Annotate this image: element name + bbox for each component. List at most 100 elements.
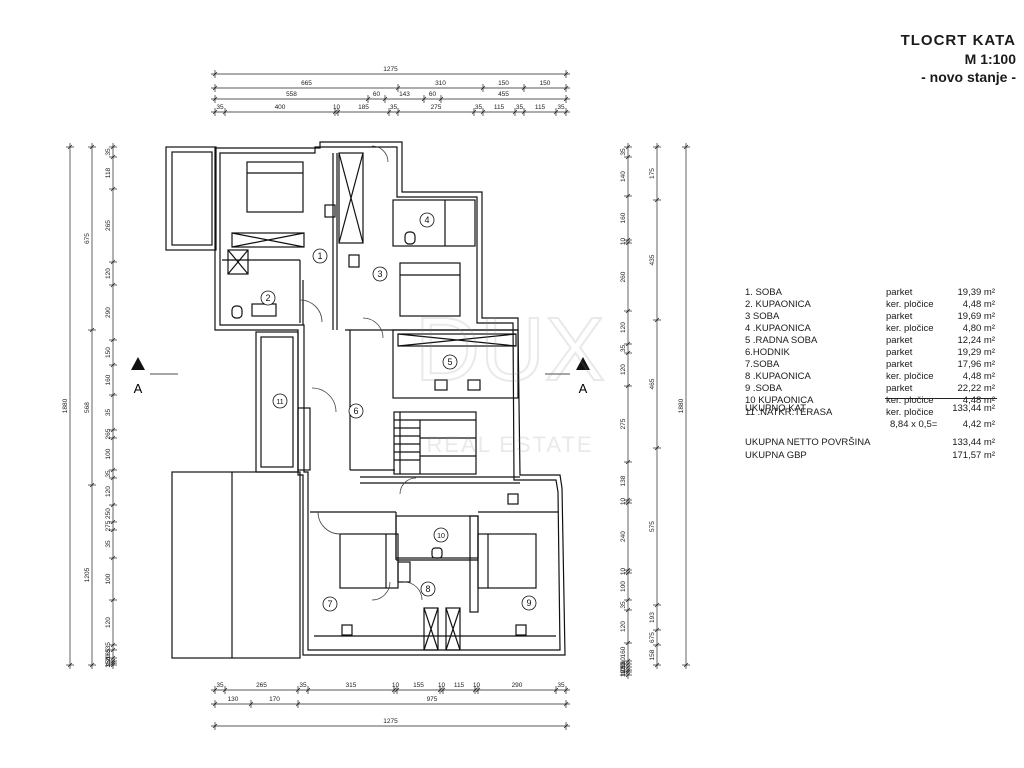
terrace-calc-row: 8,84 x 0,5= 4,42 m² [745, 419, 1024, 431]
dimension-label: 120 [105, 617, 112, 628]
dimension-label: 35 [105, 409, 112, 417]
dimension-label: 175 [620, 665, 627, 676]
legend-room-area: 12,24 m² [957, 335, 996, 346]
dimension-label: 35 [105, 660, 112, 668]
legend-room-floor: parket [886, 287, 913, 298]
legend-room-name: 2. KUPAONICA [745, 299, 811, 310]
total-gbp-value: 171,57 m² [952, 450, 995, 461]
room-number: 6 [353, 406, 358, 416]
legend-room-name: 5 .RADNA SOBA [745, 335, 818, 346]
dimension-label: 35 [299, 682, 307, 689]
dimension-label: 265 [105, 428, 112, 439]
dimension-label: 10 [620, 662, 627, 670]
dimension-label: 120 [620, 322, 627, 333]
dimension-label: 60 [373, 91, 381, 98]
dimension-label: 10 [392, 682, 400, 689]
room-number: 11 [276, 399, 283, 406]
dimension-label: 1880 [678, 398, 685, 413]
dimension-label: 35 [390, 104, 398, 111]
legend-row: 2. KUPAONICA ker. pločice 4,48 m² [745, 299, 1024, 311]
dimension-label: 35 [620, 345, 627, 353]
dimension-label: 315 [346, 682, 357, 689]
room-number-circle [420, 581, 436, 597]
building-walls [165, 141, 566, 659]
watermark: DUX REAL ESTATE [414, 299, 606, 457]
dimension-label: 10 [620, 568, 627, 576]
room-number-circle [312, 248, 328, 264]
dimension-label: 143 [399, 91, 410, 98]
watermark-subtitle: REAL ESTATE [426, 432, 593, 457]
dimension-label: 175 [649, 168, 656, 179]
dimension-label: 100 [105, 448, 112, 459]
dimension-label: 120 [105, 654, 112, 665]
dimension-label: 150 [498, 80, 509, 87]
legend-divider [885, 398, 997, 399]
dimension-label: 10 [620, 238, 627, 246]
legend-room-name: 3 SOBA [745, 311, 780, 322]
room-number: 8 [425, 584, 430, 594]
dimension-label: 35 [105, 540, 112, 548]
room-number-circle [433, 527, 449, 543]
dimension-label: 35 [105, 148, 112, 156]
dimension-label: 1275 [383, 718, 398, 725]
terrace-calc-formula: 8,84 x 0,5= [890, 419, 938, 430]
legend-room-area: 4,80 m² [962, 323, 995, 334]
legend-room-name: 6.HODNIK [745, 347, 790, 358]
legend-room-floor: ker. pločice [886, 299, 934, 310]
dimension-label: 568 [84, 402, 91, 413]
room-number-circle [272, 393, 288, 409]
legend-room-area: 19,69 m² [957, 311, 996, 322]
dimension-label: 260 [620, 271, 627, 282]
legend-room-area: 19,39 m² [957, 287, 996, 298]
legend-room-name: 4 .KUPAONICA [745, 323, 811, 334]
dimension-label: 185 [358, 104, 369, 111]
section-label-left: A [134, 381, 143, 396]
dimension-label: 10 [333, 104, 341, 111]
dimension-label: 275 [105, 520, 112, 531]
dimension-label: 250 [105, 508, 112, 519]
dimension-label: 400 [275, 104, 286, 111]
total-net-value: 133,44 m² [952, 437, 995, 448]
section-label-right: A [579, 381, 588, 396]
legend-room-area: 4,48 m² [962, 299, 995, 310]
dimension-label: 35 [620, 601, 627, 609]
room-number-circle [260, 290, 276, 306]
room-number-circle [322, 596, 338, 612]
dimension-label: 160 [620, 657, 627, 668]
total-floor-value: 133,44 m² [952, 403, 995, 414]
dimension-label: 35 [475, 104, 483, 111]
dimension-label: 310 [435, 80, 446, 87]
dimension-label: 240 [620, 531, 627, 542]
dimension-label: 1880 [62, 398, 69, 413]
watermark-brand: DUX [415, 300, 605, 400]
dimension-label: 675 [84, 233, 91, 244]
dimension-label: 35 [105, 470, 112, 478]
dimension-lines [66, 70, 690, 730]
legend-room-area: 22,22 m² [957, 383, 996, 394]
dimension-label: 118 [105, 167, 112, 178]
dimension-label: 150 [540, 80, 551, 87]
dimension-label: 290 [512, 682, 523, 689]
dimension-label: 265 [105, 220, 112, 231]
dimension-label: 150 [105, 347, 112, 358]
terrace-calc-area: 4,42 m² [962, 419, 995, 430]
legend-room-name: 11 .NATKR.TERASA [745, 407, 833, 418]
legend-room-area: 19,29 m² [957, 347, 996, 358]
dimension-label: 120 [620, 663, 627, 674]
dimension-label: 158 [649, 649, 656, 660]
total-net-label: UKUPNA NETTO POVRŠINA [745, 437, 871, 448]
total-gbp-label: UKUPNA GBP [745, 450, 807, 461]
dimension-label: 170 [269, 696, 280, 703]
dimension-label: 165 [105, 648, 112, 659]
room-number: 10 [437, 533, 445, 540]
legend-room-floor: parket [886, 359, 913, 370]
dimension-label: 35 [620, 148, 627, 156]
dimension-label: 35 [516, 104, 524, 111]
dimension-label: 1205 [84, 567, 91, 582]
dimension-label: 160 [620, 646, 627, 657]
